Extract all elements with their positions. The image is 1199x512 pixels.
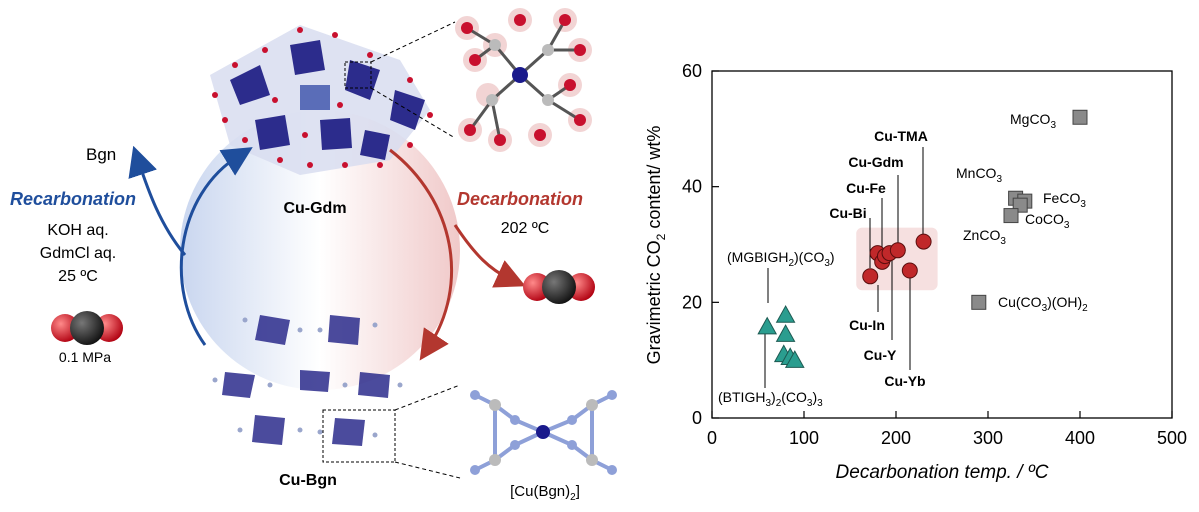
y-tick-label: 40 [682,177,702,197]
decarbonation-arrow [389,148,454,361]
y-tick-label: 60 [682,61,702,81]
plot-frame [711,70,1173,419]
cu-gdm-label: Cu-Gdm [283,200,346,217]
label-mnco3: MnCO3 [956,165,1002,185]
cu-mof-point [901,262,918,279]
guanidine-carbonate-point [775,324,796,342]
cu-bgn-complex-label: [Cu(Bgn)2] [510,483,580,503]
x-tick-label: 100 [789,428,819,448]
cu-gdm-framework-image [210,25,433,175]
label-btig: (BTIGH3)2(CO3)3 [718,389,823,409]
label-cu-y: Cu-Y [864,347,897,363]
cu-bgn-molecule-inset [470,390,617,475]
guanidine-carbonate-point [784,350,805,368]
label-cu-yb: Cu-Yb [884,373,925,389]
bgn-release-arrow [128,145,187,256]
x-tick-label: 200 [881,428,911,448]
label-cu-gdm: Cu-Gdm [848,154,903,170]
pressure-label: 0.1 MPa [59,349,111,365]
co2-molecule-input-icon [51,311,123,345]
cu-gdm-zoom-box [344,61,372,89]
x-tick-label: 400 [1065,428,1095,448]
guanidine-carbonate-point [775,305,796,323]
metal-carbonate-point [1003,208,1019,224]
recarbonation-label: Recarbonation [10,189,136,209]
scatter-chart: 0 100 200 300 400 500 0 20 40 60 Decarbonation t… [644,61,1187,483]
x-tick-label: 300 [973,428,1003,448]
recarb-condition-1: KOH aq. [47,222,108,239]
label-feco3: FeCO3 [1043,190,1086,210]
cu-mof-point [889,242,906,259]
label-coco3: CoCO3 [1025,211,1070,231]
x-tick-label: 0 [707,428,717,448]
cu-bgn-framework-image [212,315,403,446]
label-mgco3: MgCO3 [1010,111,1056,131]
cu-mof-point [862,268,879,285]
metal-carbonate-point [1072,109,1088,125]
co2-molecule-output-icon [523,270,595,304]
label-leader-lines [764,147,924,388]
cu-gdm-molecule-inset [455,8,592,152]
x-axis-label: Decarbonation temp. / ºC [836,462,1049,483]
cu-bgn-zoom-box [322,409,396,463]
cu-bgn-label: Cu-Bgn [279,472,337,489]
recarb-condition-3: 25 ºC [58,268,98,285]
recarbonation-arrow [179,147,253,346]
decarb-temp-label: 202 ºC [501,220,550,237]
label-cu-in: Cu-In [849,317,885,333]
label-mgbig: (MGBIGH2)(CO3) [727,249,835,269]
y-axis-ticks: 0 20 40 60 [682,61,719,428]
y-tick-label: 0 [692,408,702,428]
co2-release-arrow [453,224,526,288]
cu-mof-point [915,233,932,250]
label-cucooh: Cu(CO3)(OH)2 [998,294,1088,314]
x-tick-label: 500 [1157,428,1187,448]
bgn-label: Bgn [86,145,116,164]
reaction-scheme: Bgn Recarbonation KOH aq. GdmCl aq. 25 º… [10,8,617,503]
x-axis-ticks: 0 100 200 300 400 500 [707,411,1187,448]
label-cu-tma: Cu-TMA [874,128,928,144]
data-points [757,109,1088,368]
y-tick-label: 20 [682,292,702,312]
label-cu-fe: Cu-Fe [846,180,886,196]
cycle-sphere [180,110,460,390]
decarbonation-label: Decarbonation [457,189,583,209]
label-cu-bi: Cu-Bi [829,205,866,221]
label-znco3: ZnCO3 [963,227,1006,247]
guanidine-carbonate-point [757,316,778,335]
metal-carbonate-point [971,294,987,310]
recarb-condition-2: GdmCl aq. [40,245,116,262]
y-axis-label: Gravimetric CO2 content/ wt% [644,126,668,365]
